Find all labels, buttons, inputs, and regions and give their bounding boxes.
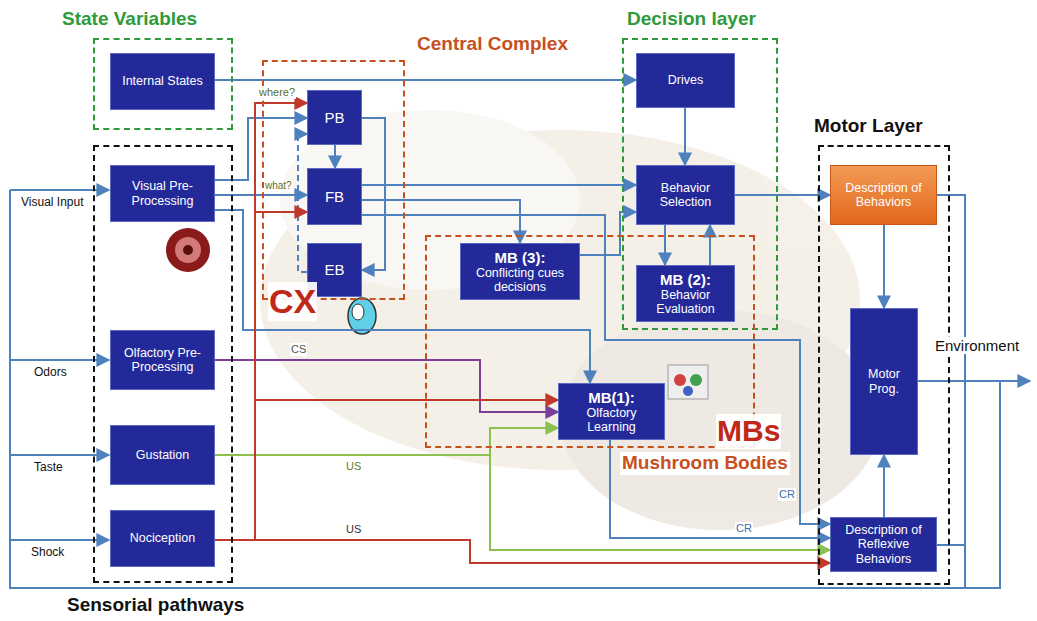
output-line xyxy=(918,380,1030,382)
bee-illustration xyxy=(260,110,880,530)
box-text: Nociception xyxy=(130,531,195,545)
edge-label: CR xyxy=(735,522,753,535)
brain-part xyxy=(674,374,686,386)
connector xyxy=(735,194,830,196)
cx-icon xyxy=(348,298,376,334)
connector xyxy=(664,225,666,265)
connector xyxy=(709,225,711,265)
feedback-line xyxy=(937,544,965,546)
brain-part xyxy=(690,374,702,386)
group-title: Decision layer xyxy=(625,8,758,31)
process-box: MB(1):Olfactory Learning xyxy=(558,383,665,440)
region-group: Sensorial pathwaysVisual Pre-ProcessingO… xyxy=(93,145,233,583)
group-title: State Variables xyxy=(60,8,199,31)
eye-inner xyxy=(175,237,201,263)
connector xyxy=(215,118,307,180)
eye-center xyxy=(183,245,193,255)
edge-label: US xyxy=(345,523,362,536)
process-box: Motor Prog. xyxy=(850,308,918,455)
process-box: MB (2):Behavior Evaluation xyxy=(636,265,735,322)
box-text: Olfactory Pre-Processing xyxy=(115,346,210,375)
box-text: Motor Prog. xyxy=(855,367,913,396)
box-text: PB xyxy=(324,109,344,126)
connector xyxy=(362,118,385,270)
box-text: Drives xyxy=(668,73,703,87)
region-group: State VariablesInternal States xyxy=(93,38,233,130)
process-box: Visual Pre-Processing xyxy=(110,165,215,222)
group-title: Motor Layer xyxy=(812,115,925,138)
group-title: Mushroom Bodies xyxy=(620,452,790,475)
signal-label: Shock xyxy=(30,546,65,560)
cx-icon-body xyxy=(348,298,376,334)
box-text: Behavior Evaluation xyxy=(641,288,730,317)
box-text: Conflicting cues decisions xyxy=(465,266,575,295)
region-group: Motor LayerDescription of BehaviorsMotor… xyxy=(818,145,950,585)
edge-label: what? xyxy=(264,180,293,192)
process-box: Behavior Selection xyxy=(636,165,735,225)
connector xyxy=(362,215,830,524)
connector xyxy=(883,455,885,517)
box-text: Gustation xyxy=(136,448,190,462)
connector xyxy=(215,360,558,412)
signal-label: Visual Input xyxy=(20,196,85,210)
cx-icon-eye xyxy=(352,304,364,320)
process-box: Nociception xyxy=(110,510,215,567)
brain-part xyxy=(683,386,693,396)
connector xyxy=(215,400,558,540)
edge-label: CS xyxy=(290,343,307,356)
process-box: Internal States xyxy=(110,53,215,110)
box-text: MB(1): xyxy=(588,389,635,406)
process-box: Drives xyxy=(636,53,735,108)
connector xyxy=(215,79,636,81)
signal-label: Taste xyxy=(33,461,64,475)
region-tag: CX xyxy=(268,282,317,321)
box-text: Behavior Selection xyxy=(641,181,730,210)
feedback-line xyxy=(937,195,965,588)
group-title: Sensorial pathways xyxy=(65,594,246,617)
connector xyxy=(215,540,830,563)
box-text: Visual Pre-Processing xyxy=(115,179,210,208)
box-text: Description of Behaviors xyxy=(835,181,932,210)
process-box: Description of Behaviors xyxy=(830,165,937,225)
process-box: Description of Reflexive Behaviors xyxy=(830,517,937,572)
box-text: MB (3): xyxy=(495,249,546,266)
edge-label: CR xyxy=(778,488,796,501)
brain-icon xyxy=(668,365,708,399)
box-text: Internal States xyxy=(122,74,203,88)
connector xyxy=(883,225,885,308)
eye-icon xyxy=(166,228,210,272)
box-text: EB xyxy=(324,261,344,278)
connector xyxy=(215,194,307,196)
brain-frame xyxy=(668,365,708,399)
feedback-loop xyxy=(10,190,1000,588)
edge-label: US xyxy=(345,460,362,473)
signal-label: Environment xyxy=(934,337,1020,354)
connector xyxy=(610,440,830,538)
process-box: PB xyxy=(307,90,362,145)
process-box: Olfactory Pre-Processing xyxy=(110,330,215,390)
connector xyxy=(334,145,336,168)
box-text: FB xyxy=(325,188,344,205)
group-title: Central Complex xyxy=(415,33,570,56)
box-text: MB (2): xyxy=(660,271,711,288)
process-box: Gustation xyxy=(110,425,215,485)
connector xyxy=(580,212,636,255)
process-box: MB (3):Conflicting cues decisions xyxy=(460,243,580,300)
eye-outer xyxy=(166,228,210,272)
edge-label: where? xyxy=(258,86,296,99)
connector xyxy=(215,212,307,540)
connector xyxy=(684,108,686,165)
box-text: Olfactory Learning xyxy=(563,406,660,435)
signal-label: Odors xyxy=(33,366,68,380)
process-box: FB xyxy=(307,168,362,225)
box-text: Description of Reflexive Behaviors xyxy=(835,523,932,566)
connector xyxy=(215,103,307,540)
region-tag: MBs xyxy=(716,414,781,449)
connector xyxy=(298,134,307,272)
connector xyxy=(215,428,558,455)
